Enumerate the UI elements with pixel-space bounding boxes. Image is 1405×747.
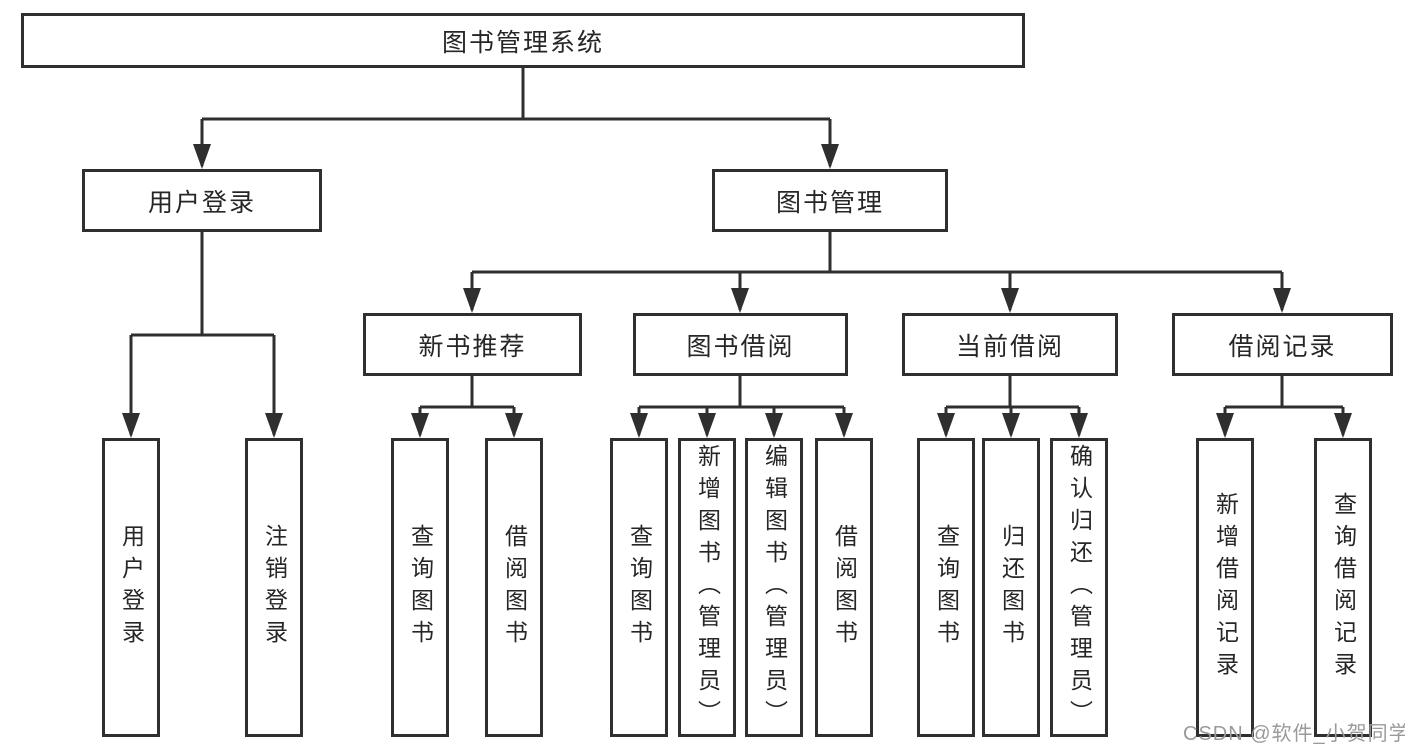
node-root-label: 图书管理系统 <box>441 28 604 57</box>
leaf-add-book-admin: 新增图书（管理员） <box>678 438 736 737</box>
node-book-management: 图书管理 <box>712 169 948 232</box>
leaf-query-book-recommend-label: 查询图书 <box>407 523 434 652</box>
leaf-query-book-current: 查询图书 <box>917 438 975 737</box>
leaf-add-borrow-record: 新增借阅记录 <box>1196 438 1254 737</box>
leaf-query-book-borrowing: 查询图书 <box>610 438 668 737</box>
leaf-query-borrow-record-label: 查询借阅记录 <box>1330 491 1357 684</box>
leaf-edit-book-admin-label: 编辑图书（管理员） <box>761 443 788 732</box>
leaf-add-borrow-record-label: 新增借阅记录 <box>1212 491 1239 684</box>
node-user-login-label: 用户登录 <box>147 188 256 217</box>
leaf-borrow-book-label: 借阅图书 <box>831 523 858 652</box>
leaf-borrow-book: 借阅图书 <box>815 438 873 737</box>
node-book-management-label: 图书管理 <box>775 188 884 217</box>
leaf-query-book-current-label: 查询图书 <box>933 523 960 652</box>
leaf-logout: 注销登录 <box>245 438 303 737</box>
leaf-return-book-label: 归还图书 <box>998 523 1025 652</box>
node-new-book-recommend-label: 新书推荐 <box>418 332 527 361</box>
leaf-user-login-label: 用户登录 <box>118 523 145 652</box>
leaf-return-book: 归还图书 <box>982 438 1040 737</box>
leaf-user-login: 用户登录 <box>102 438 160 737</box>
node-book-borrowing-label: 图书借阅 <box>686 332 795 361</box>
leaf-logout-label: 注销登录 <box>261 523 288 652</box>
leaf-query-book-borrowing-label: 查询图书 <box>626 523 653 652</box>
leaf-borrow-book-recommend-label: 借阅图书 <box>501 523 528 652</box>
leaf-query-book-recommend: 查询图书 <box>391 438 449 737</box>
leaf-query-borrow-record: 查询借阅记录 <box>1314 438 1372 737</box>
node-user-login: 用户登录 <box>82 169 322 232</box>
leaf-confirm-return-admin-label: 确认归还（管理员） <box>1066 443 1093 732</box>
leaf-confirm-return-admin: 确认归还（管理员） <box>1050 438 1108 737</box>
node-current-borrowing: 当前借阅 <box>902 313 1118 376</box>
connector-shafts <box>129 68 1345 435</box>
node-book-borrowing: 图书借阅 <box>633 313 848 376</box>
leaf-borrow-book-recommend: 借阅图书 <box>485 438 543 737</box>
node-borrow-records-label: 借阅记录 <box>1228 332 1337 361</box>
csdn-watermark: CSDN @软件_小贺同学 <box>1183 723 1405 745</box>
node-root: 图书管理系统 <box>21 13 1025 68</box>
node-new-book-recommend: 新书推荐 <box>363 313 582 376</box>
leaf-add-book-admin-label: 新增图书（管理员） <box>694 443 721 732</box>
node-borrow-records: 借阅记录 <box>1172 313 1393 376</box>
leaf-edit-book-admin: 编辑图书（管理员） <box>745 438 803 737</box>
node-current-borrowing-label: 当前借阅 <box>955 332 1064 361</box>
arrowheads <box>122 144 1352 438</box>
